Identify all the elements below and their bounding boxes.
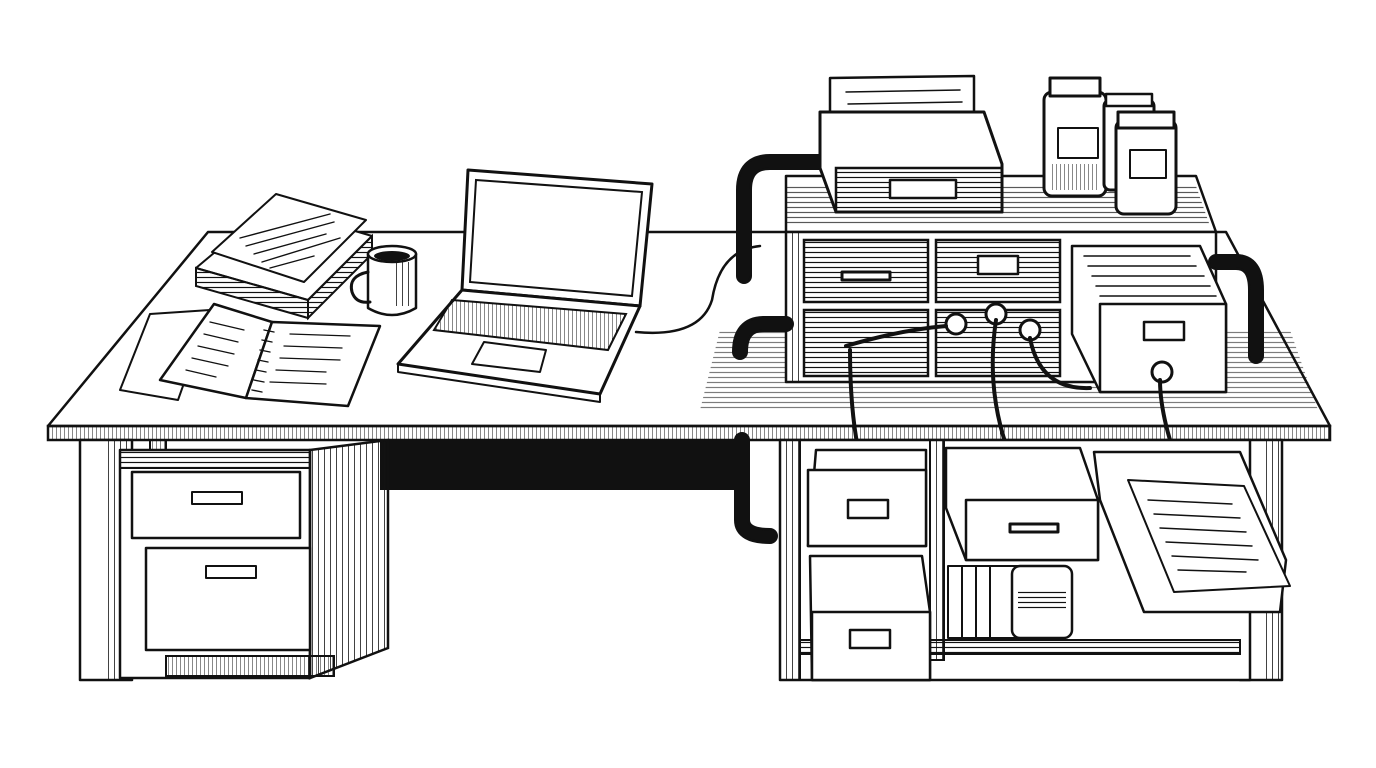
pedestal-top-hatch — [119, 449, 311, 469]
file-tray — [818, 74, 1004, 214]
machine-open-drawer-label — [1142, 320, 1186, 342]
pedestal-drawer-bottom-handle — [205, 565, 257, 579]
coffee-mug — [349, 244, 418, 317]
laptop — [396, 168, 762, 403]
lower-shelf-unit — [778, 438, 1291, 682]
paper-stack — [195, 193, 373, 321]
storage-jars — [1042, 76, 1178, 216]
port-ring-4 — [1150, 360, 1174, 384]
machine-drawer-2-label — [976, 254, 1020, 276]
file-tray-slot — [888, 178, 958, 200]
output-sheet — [1127, 479, 1291, 593]
pipes — [732, 154, 1264, 544]
port-ring-1 — [944, 312, 968, 336]
left-pedestal — [118, 438, 390, 680]
shelf-books — [947, 565, 1019, 639]
pedestal-drawer-top-handle — [191, 491, 243, 505]
pedestal-drawer-bottom — [144, 546, 312, 652]
machine-drawer-3 — [802, 308, 930, 378]
laptop-keyboard — [432, 298, 628, 352]
laptop-screen — [468, 178, 644, 298]
desk-underside-shadow — [380, 440, 740, 490]
feed-tube-3 — [1028, 336, 1092, 391]
laptop-trackpad — [471, 341, 547, 373]
open-notebook — [119, 302, 382, 408]
notebook-spiral — [251, 329, 275, 393]
pedestal-side — [308, 438, 390, 680]
pedestal-base — [165, 655, 335, 677]
desk-front-edge — [46, 424, 1332, 442]
